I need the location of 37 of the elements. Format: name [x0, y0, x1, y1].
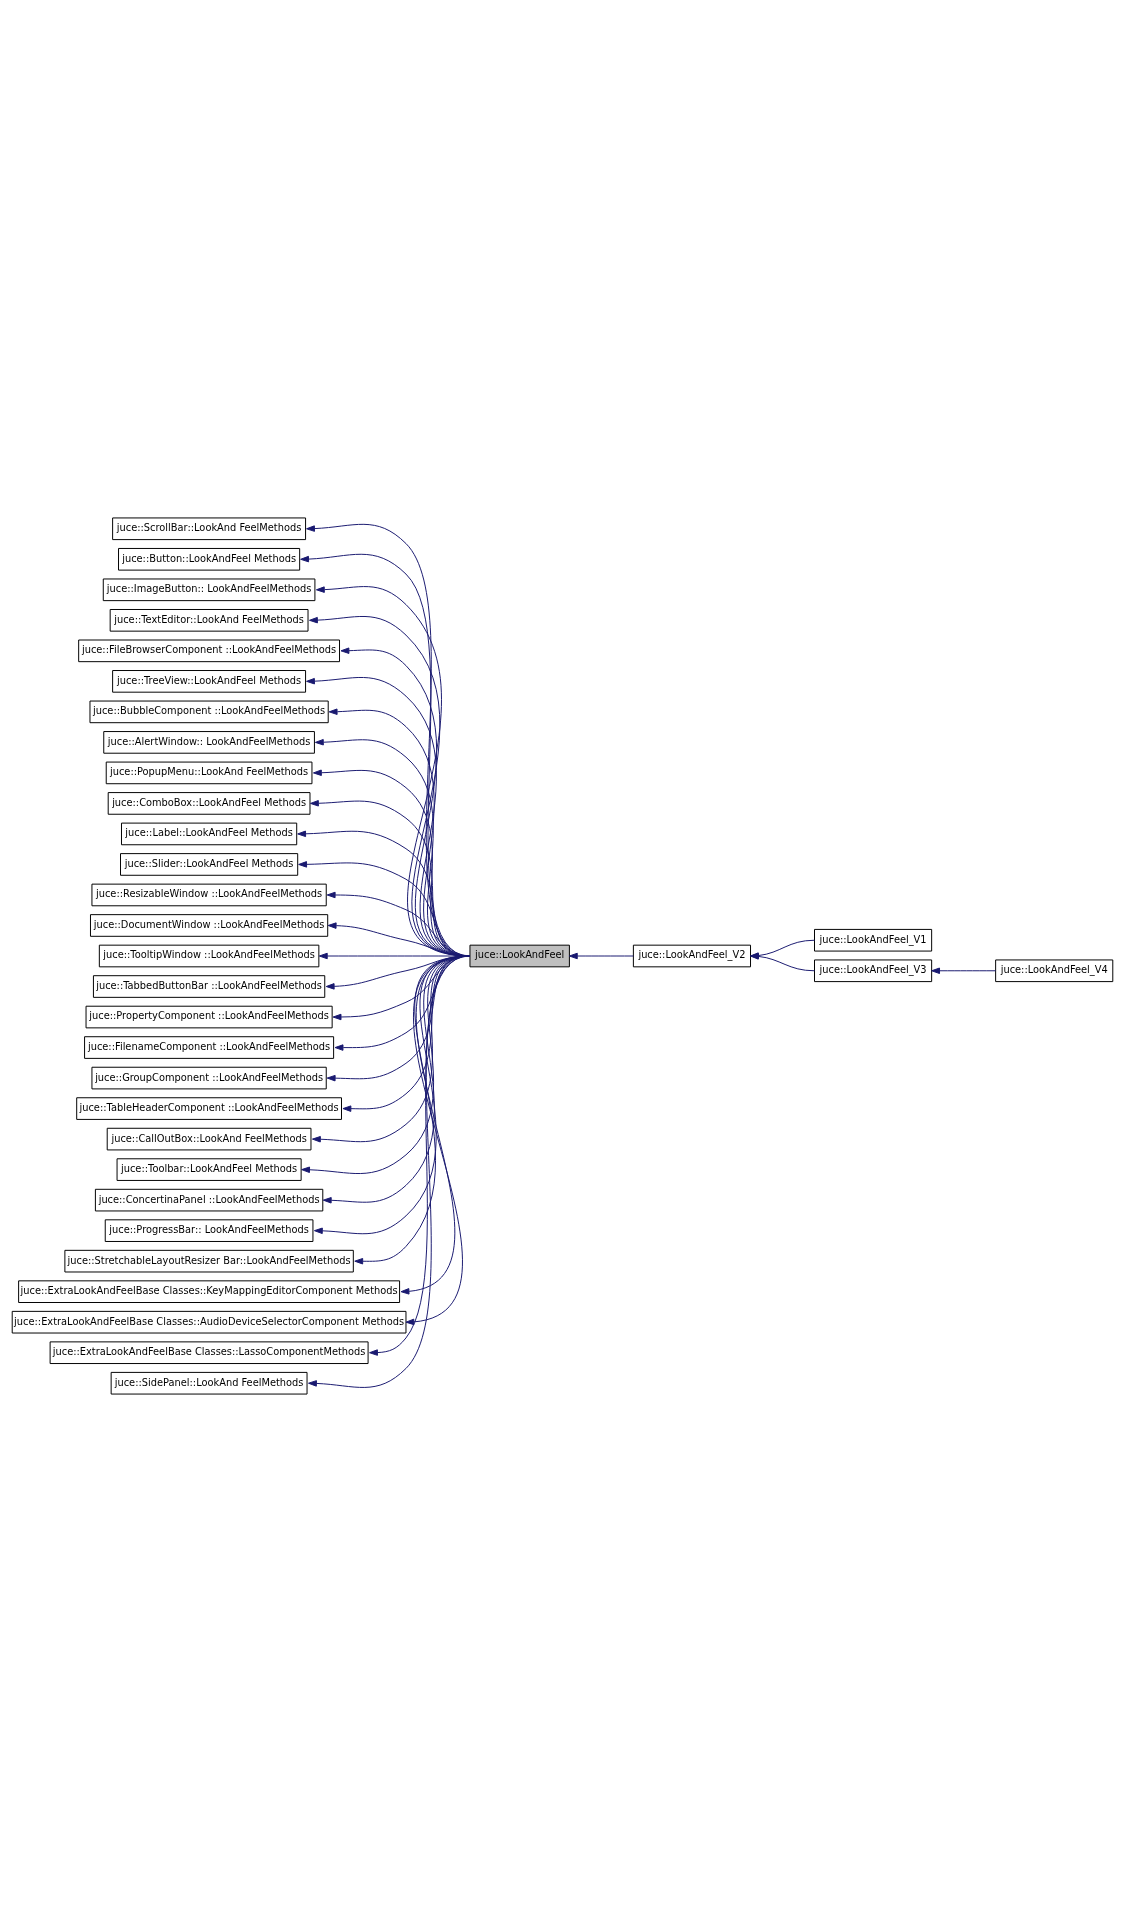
node-box: juce::LookAndFeel: [469, 944, 570, 968]
node-box: juce::TooltipWindow ::LookAndFeelMethods: [98, 944, 320, 968]
node-box: juce::ResizableWindow ::LookAndFeelMethods: [91, 883, 327, 907]
node-box: juce::SidePanel::LookAnd FeelMethods: [110, 1371, 308, 1395]
arrow: [931, 967, 997, 974]
node-box: juce::AlertWindow:: LookAndFeelMethods: [103, 731, 315, 754]
node-box: juce::DocumentWindow ::LookAndFeelMethods: [90, 914, 329, 937]
node-box: juce::TabbedButtonBar ::LookAndFeelMethods: [92, 975, 326, 998]
node-box: juce::LookAndFeel_V2: [632, 944, 751, 968]
node-box: juce::TableHeaderComponent ::LookAndFeelMethods: [76, 1097, 342, 1120]
node-box: juce::LookAndFeel_V3: [814, 959, 933, 983]
arrow: [568, 952, 634, 960]
node-box: juce::ConcertinaPanel ::LookAndFeelMethods: [94, 1188, 324, 1212]
node-box: juce::Button::LookAndFeel Methods: [118, 547, 301, 571]
node-box: juce::ProgressBar:: LookAndFeelMethods: [104, 1219, 314, 1242]
node-box: juce::PropertyComponent ::LookAndFeelMethods: [85, 1005, 333, 1029]
node-box: juce::ComboBox::LookAndFeel Methods: [107, 792, 311, 815]
node-box: juce::TextEditor::LookAnd FeelMethods: [109, 609, 309, 632]
node-box: juce::ScrollBar::LookAnd FeelMethods: [112, 517, 307, 541]
node-box: juce::StretchableLayoutResizer Bar::LookAndFeelMethods: [64, 1249, 354, 1273]
node-box: juce::ExtraLookAndFeelBase Classes::KeyMappingEditorComponent Methods: [18, 1280, 401, 1303]
node-box: juce::LookAndFeel_V4: [995, 959, 1114, 983]
node-box: juce::FileBrowserComponent ::LookAndFeelMethods: [78, 639, 340, 663]
node-box: juce::PopupMenu::LookAnd FeelMethods: [105, 761, 313, 785]
node-box: juce::TreeView::LookAndFeel Methods: [112, 670, 307, 693]
arrow: [308, 955, 471, 1388]
node-box: juce::CallOutBox::LookAnd FeelMethods: [106, 1127, 312, 1151]
node-box: juce::ImageButton:: LookAndFeelMethods: [102, 578, 316, 602]
node-box: juce::Toolbar::LookAndFeel Methods: [116, 1158, 302, 1181]
node-box: juce::Label::LookAndFeel Methods: [121, 822, 298, 846]
node-box: juce::GroupComponent ::LookAndFeelMethods: [91, 1066, 327, 1090]
node-box: juce::FilenameComponent ::LookAndFeelMethods: [84, 1036, 335, 1059]
node-box: juce::Slider::LookAndFeel Methods: [120, 853, 299, 876]
node-box: juce::ExtraLookAndFeelBase Classes::LassoComponentMethods: [49, 1341, 369, 1365]
node-box: juce::LookAndFeel_V1: [814, 928, 933, 952]
node-box: juce::ExtraLookAndFeelBase Classes::AudioDeviceSelectorComponent Methods: [11, 1310, 407, 1334]
node-box: juce::BubbleComponent ::LookAndFeelMethods: [89, 700, 329, 724]
